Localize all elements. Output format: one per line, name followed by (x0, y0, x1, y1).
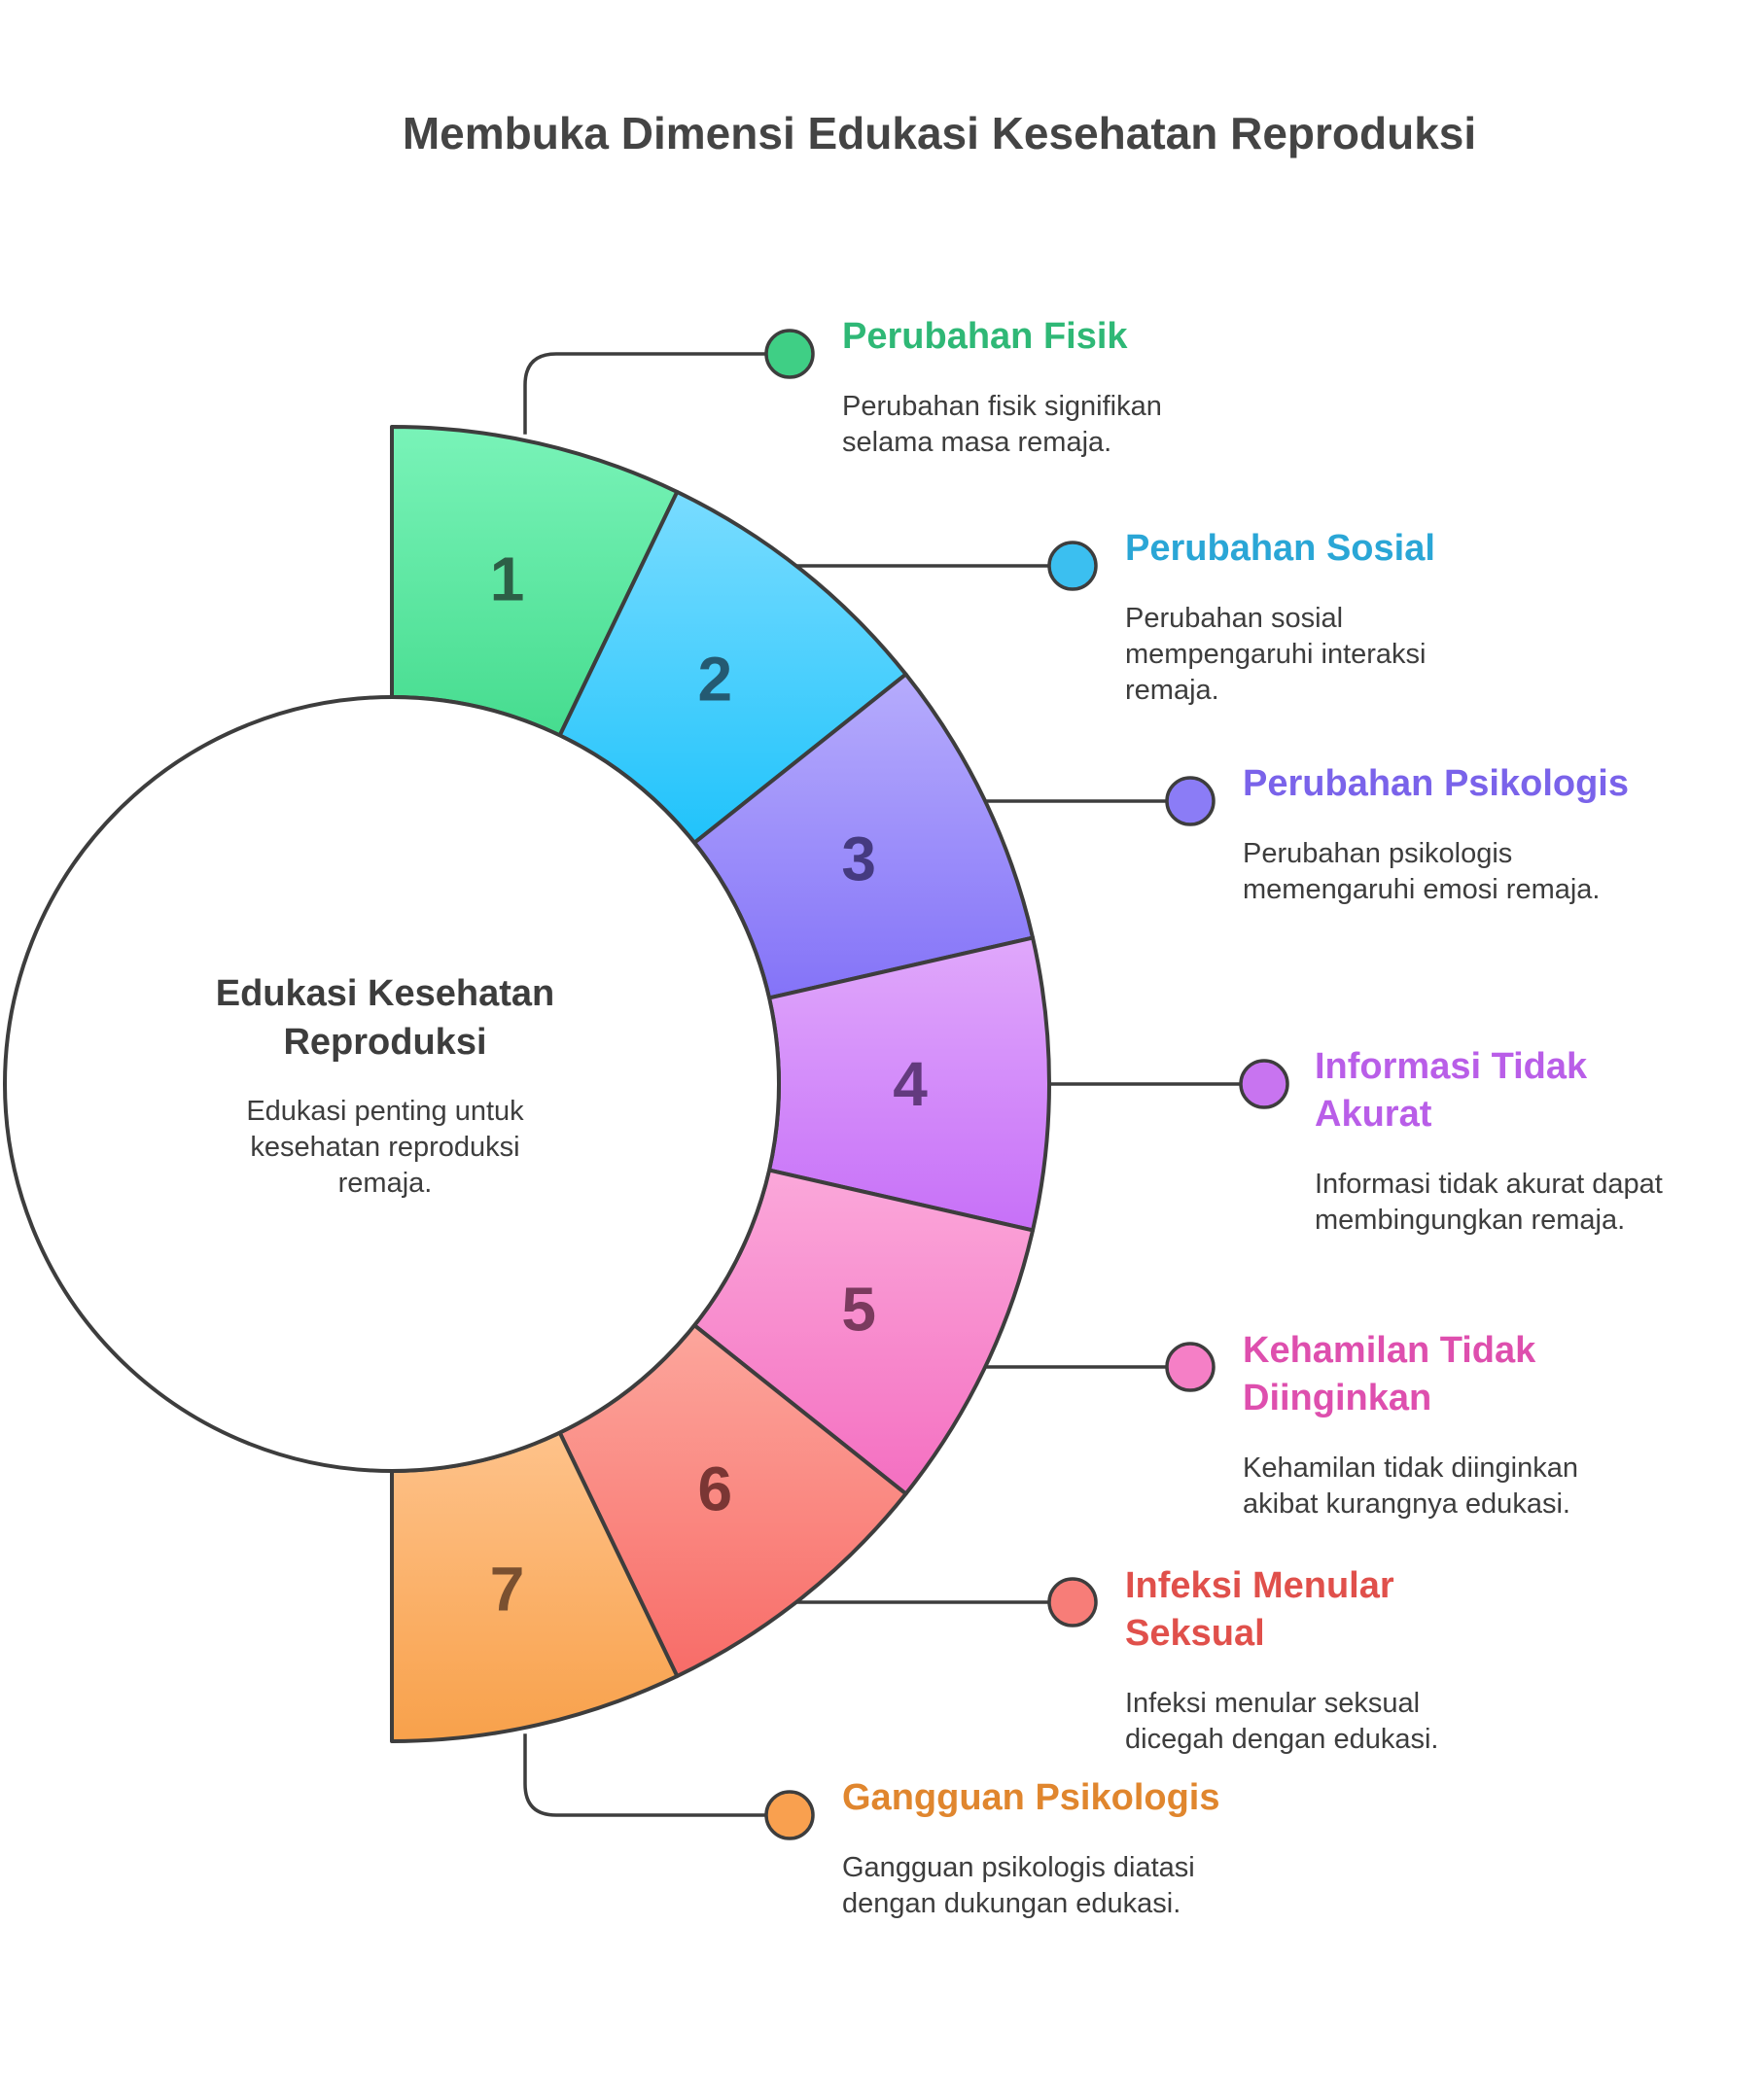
item-title-2: Perubahan Sosial (1125, 528, 1435, 569)
segment-number-3: 3 (841, 824, 876, 894)
center-circle (3, 695, 781, 1473)
connector-dot-4 (1239, 1059, 1289, 1109)
connectors (523, 352, 1240, 1817)
segment-number-7: 7 (490, 1555, 525, 1625)
segment-number-5: 5 (841, 1274, 876, 1344)
connector-dot-6 (1047, 1577, 1098, 1628)
page-title: Membuka Dimensi Edukasi Kesehatan Reprod… (403, 108, 1476, 158)
connector-line-7 (523, 1733, 765, 1817)
connector-line-1 (523, 352, 765, 435)
segment-number-2: 2 (698, 644, 733, 714)
connector-dot-1 (764, 329, 815, 379)
connector-dot-5 (1165, 1342, 1216, 1392)
segment-number-4: 4 (893, 1049, 928, 1119)
connector-dot-2 (1047, 541, 1098, 591)
connector-dot-3 (1165, 776, 1216, 826)
item-title-7: Gangguan Psikologis (842, 1777, 1220, 1818)
segment-number-1: 1 (490, 543, 525, 613)
segment-number-6: 6 (698, 1454, 733, 1524)
item-title-3: Perubahan Psikologis (1243, 763, 1629, 804)
connector-dot-7 (764, 1790, 815, 1840)
item-title-1: Perubahan Fisik (842, 316, 1128, 357)
